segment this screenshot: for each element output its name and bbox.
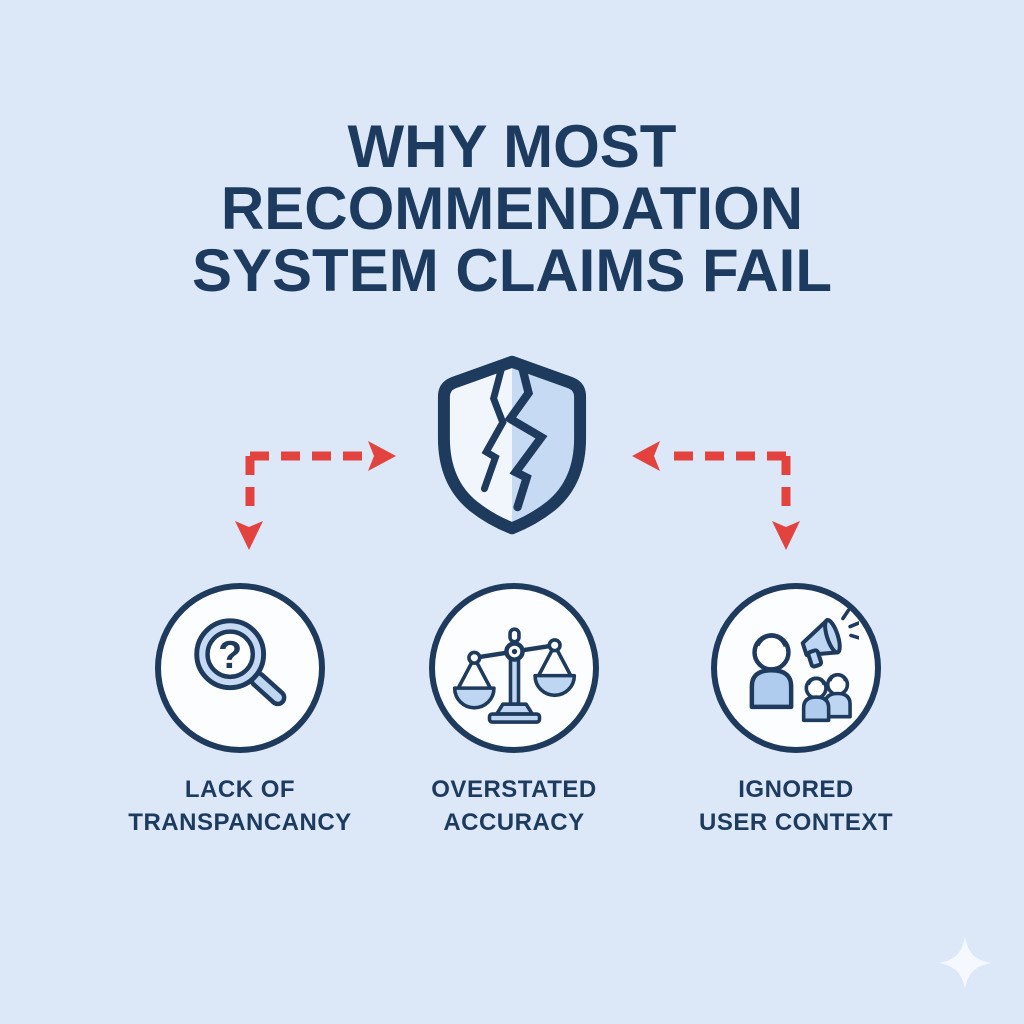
title-line-3: SYSTEM CLAIMS FAIL: [191, 236, 833, 304]
magnifier-svg: ?: [194, 618, 287, 707]
svg-text:?: ?: [218, 633, 242, 677]
cause-label: IGNORED USER CONTEXT: [699, 773, 893, 839]
cracked-shield-svg: [437, 355, 587, 535]
cause-lack-of-transparency: ? LACK OF TRANSPANCANCY: [90, 583, 390, 839]
cause-overstated-accuracy: OVERSTATED ACCURACY: [364, 583, 664, 839]
cracked-shield-icon: [420, 350, 604, 540]
balance-scale-icon: [429, 583, 599, 753]
magnifying-glass-question-icon: ?: [155, 583, 325, 753]
title-line-2: RECOMMENDATION: [220, 174, 804, 242]
audience-megaphone-icon: [711, 583, 881, 753]
cause-label-line-2: TRANSPANCANCY: [128, 809, 352, 836]
cause-label-line-2: ACCURACY: [443, 809, 585, 836]
audience-svg: [749, 608, 859, 722]
right-arrowheads: [632, 441, 800, 550]
cause-ignored-user-context: IGNORED USER CONTEXT: [646, 583, 946, 839]
cause-label-line-2: USER CONTEXT: [698, 809, 893, 836]
left-arrowheads: [235, 441, 396, 550]
cause-label-line-1: LACK OF: [184, 776, 296, 803]
cause-label-line-1: OVERSTATED: [431, 776, 597, 803]
left-dashed-arrow: [245, 451, 366, 516]
cause-label: OVERSTATED ACCURACY: [431, 773, 596, 839]
cause-label: LACK OF TRANSPANCANCY: [128, 773, 351, 839]
right-dashed-arrow: [664, 451, 791, 516]
cause-label-line-1: IGNORED: [738, 776, 854, 803]
page-title: WHY MOST RECOMMENDATION SYSTEM CLAIMS FA…: [0, 116, 1024, 301]
title-line-1: WHY MOST: [347, 113, 677, 180]
sparkle-icon: [939, 937, 991, 989]
scale-svg: [452, 626, 576, 724]
